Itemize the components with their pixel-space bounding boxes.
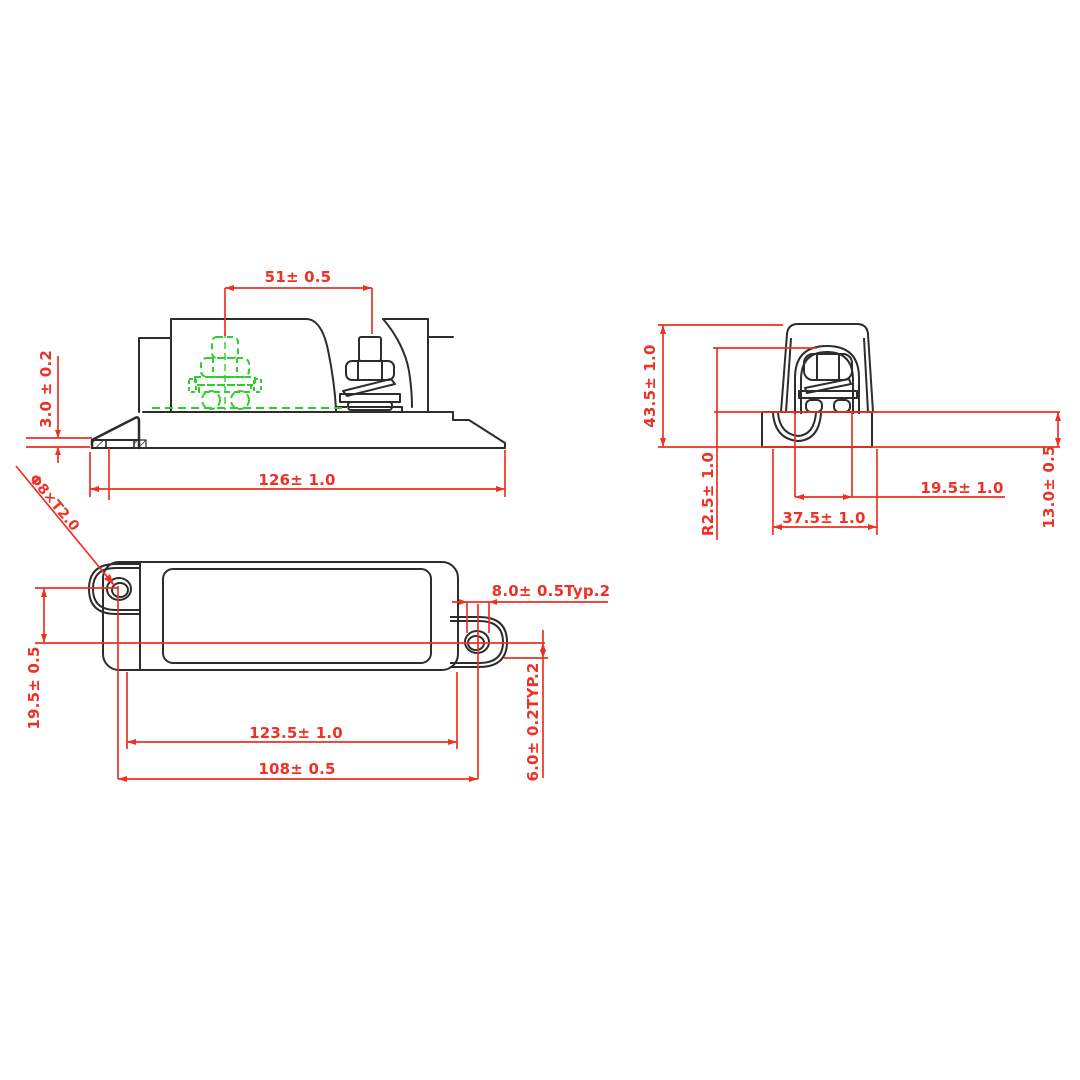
dimension-lines <box>15 287 1060 780</box>
dim-body-width: 37.5± 1.0 <box>782 509 866 527</box>
dim-body-length: 123.5± 1.0 <box>249 724 343 742</box>
dim-hole-edge-distance: 6.0± 0.2TYP.2 <box>524 662 542 782</box>
front-view-outline <box>90 318 506 450</box>
dim-overall-length: 126± 1.0 <box>258 471 336 489</box>
front-view-exposed-bolt <box>339 336 401 411</box>
dim-hole-offset: 19.5± 0.5 <box>25 646 43 730</box>
dim-stud-spacing: 51± 0.5 <box>264 268 332 286</box>
bottom-view-outline <box>88 561 508 671</box>
dim-overall-height: 43.5± 1.0 <box>641 344 659 428</box>
dim-corner-radius: R2.5± 1.0 <box>699 451 717 537</box>
side-view-outline <box>761 323 874 448</box>
dim-foot-thickness: 3.0 ± 0.2 <box>37 350 55 428</box>
dim-hole-spacing: 108± 0.5 <box>258 760 336 778</box>
front-view-hidden-bolt <box>152 331 348 410</box>
dim-hole-diameter: 8.0± 0.5Typ.2 <box>491 582 611 600</box>
dim-terminal-width: 19.5± 1.0 <box>920 479 1004 497</box>
dimension-arrowheads <box>41 285 1061 782</box>
dim-base-height: 13.0± 0.5 <box>1040 445 1058 529</box>
